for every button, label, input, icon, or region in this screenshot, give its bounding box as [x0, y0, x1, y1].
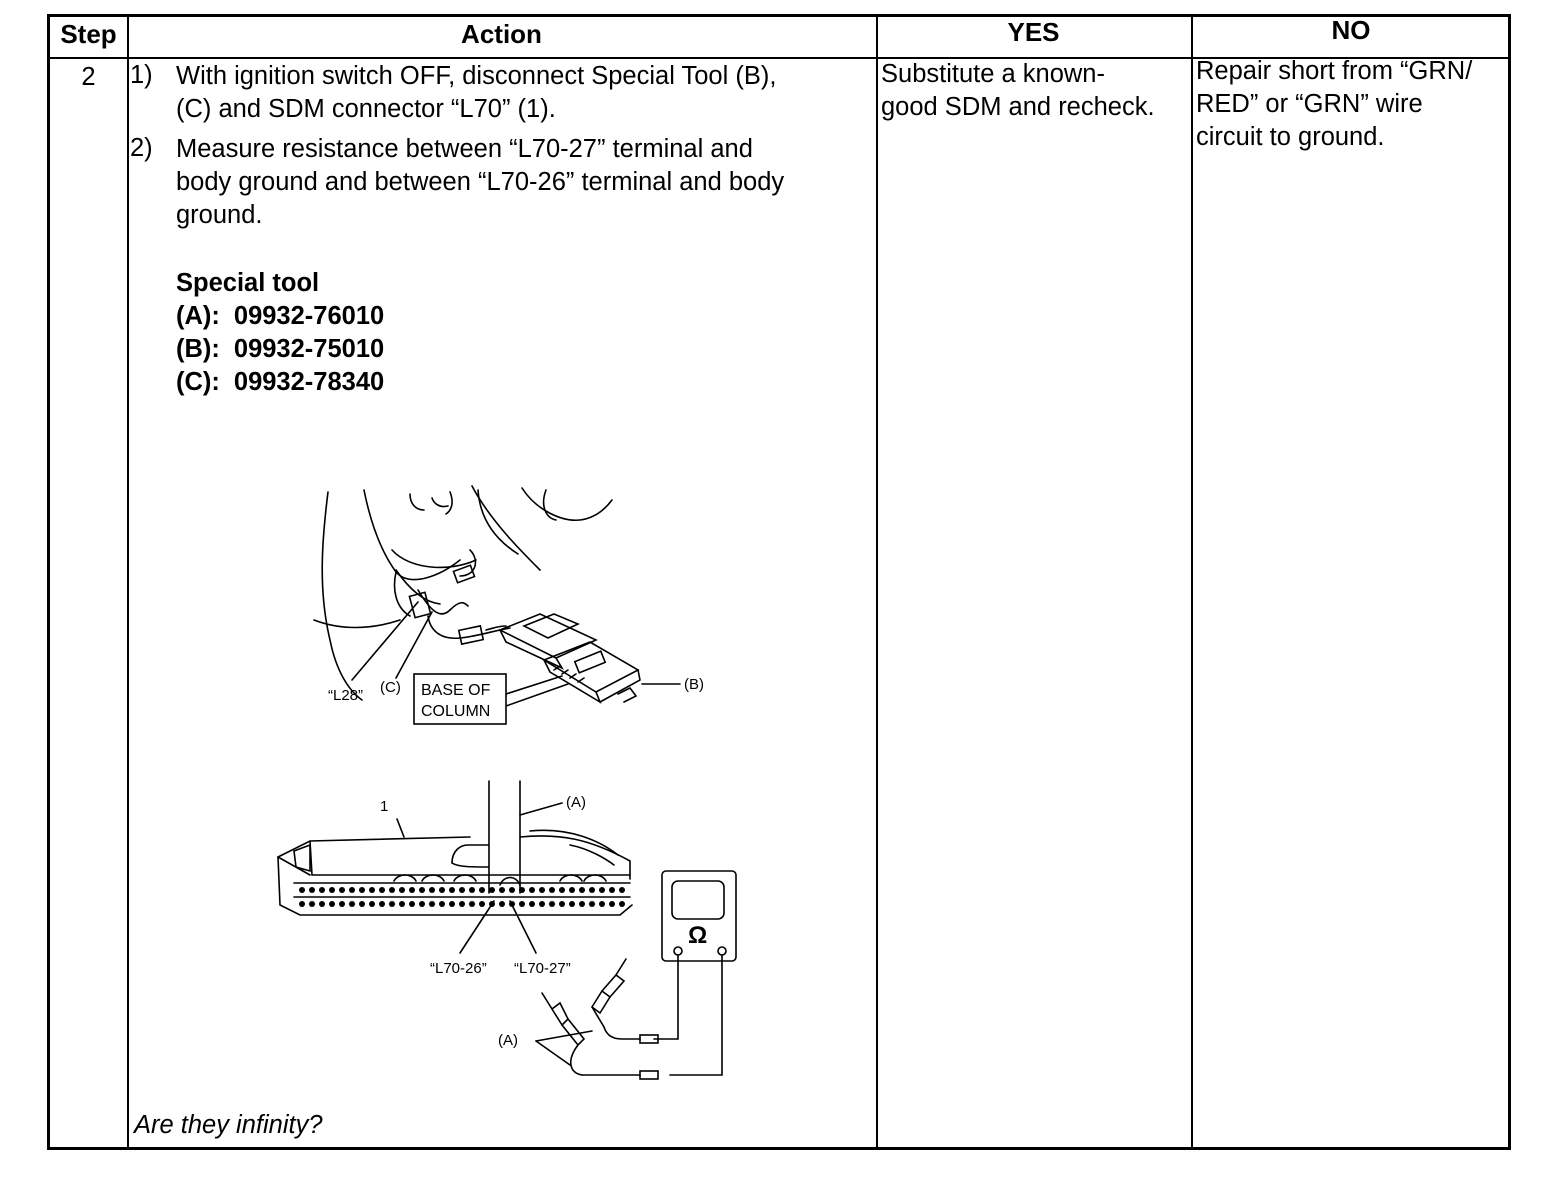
- tool-label: (B):: [176, 335, 220, 363]
- sdm-connector-illustration: 1 (A) “L70-26” “L70-27” Ω (A): [277, 780, 737, 1080]
- special-tool-c: (C): 09932-78340: [176, 366, 384, 399]
- header-action: Action: [461, 19, 542, 49]
- text-line: Substitute a known-: [881, 60, 1105, 88]
- question-text: Are they infinity?: [134, 1111, 323, 1139]
- special-tool-b: (B): 09932-75010: [176, 333, 384, 366]
- tool-code: 09932-75010: [233, 335, 385, 363]
- text-line: RED” or “GRN” wire: [1196, 90, 1423, 118]
- text-line: Measure resistance between “L70-27” term…: [176, 135, 753, 163]
- col-divider-step: [127, 17, 129, 1147]
- text-line: Repair short from “GRN/: [1196, 57, 1473, 85]
- label-a-bottom: (A): [498, 1032, 518, 1049]
- special-tool-a: (A): 09932-76010: [176, 300, 384, 333]
- text-line: ground.: [176, 201, 263, 229]
- label-l70-26: “L70-26”: [430, 960, 487, 977]
- text-line: circuit to ground.: [1196, 123, 1385, 151]
- no-text: Repair short from “GRN/ RED” or “GRN” wi…: [1196, 55, 1508, 154]
- tool-label: (A):: [176, 302, 220, 330]
- label-base-of: BASE OF: [421, 682, 491, 699]
- special-tool-heading: Special tool: [176, 269, 320, 297]
- base-of-column-box: [413, 673, 507, 725]
- header-yes: YES: [1007, 17, 1060, 47]
- special-tool-block: Special tool (A): 09932-76010 (B): 09932-7…: [176, 267, 384, 399]
- header-divider: [50, 57, 1508, 59]
- action-item-number: 1): [130, 61, 153, 89]
- connector-pins: [299, 887, 625, 907]
- text-line: body ground and between “L70-26” termina…: [176, 168, 785, 196]
- label-l28: “L28”: [328, 687, 363, 704]
- text-line: (C) and SDM connector “L70” (1).: [176, 95, 556, 123]
- label-c: (C): [380, 679, 401, 696]
- column-sketch: [313, 485, 681, 707]
- col-divider-yes: [1191, 17, 1193, 1147]
- text-line: good SDM and recheck.: [881, 93, 1155, 121]
- label-1: 1: [380, 798, 388, 815]
- text-line: With ignition switch OFF, disconnect Spe…: [176, 62, 777, 90]
- tool-code: 09932-76010: [233, 302, 385, 330]
- connector-sketch: [277, 780, 737, 1080]
- tool-code: 09932-78340: [233, 368, 385, 396]
- action-item-text: With ignition switch OFF, disconnect Spe…: [176, 60, 866, 126]
- action-item-number: 2): [130, 134, 153, 162]
- label-l70-27: “L70-27”: [514, 960, 571, 977]
- ohm-symbol: Ω: [688, 922, 707, 949]
- action-item-text: Measure resistance between “L70-27” term…: [176, 133, 866, 232]
- diagnostic-table: Step Action YES NO 2 1) With ignition sw…: [47, 14, 1511, 1150]
- tool-label: (C):: [176, 368, 220, 396]
- header-step: Step: [60, 19, 117, 49]
- label-a-top: (A): [566, 794, 586, 811]
- col-divider-action: [876, 17, 878, 1147]
- step-number: 2: [81, 63, 96, 91]
- yes-text: Substitute a known- good SDM and recheck…: [881, 58, 1186, 124]
- label-column: COLUMN: [421, 703, 490, 720]
- label-b: (B): [684, 676, 704, 693]
- steering-column-illustration: “L28” (C) BASE OF COLUMN (B): [313, 485, 704, 725]
- header-no: NO: [1331, 15, 1371, 45]
